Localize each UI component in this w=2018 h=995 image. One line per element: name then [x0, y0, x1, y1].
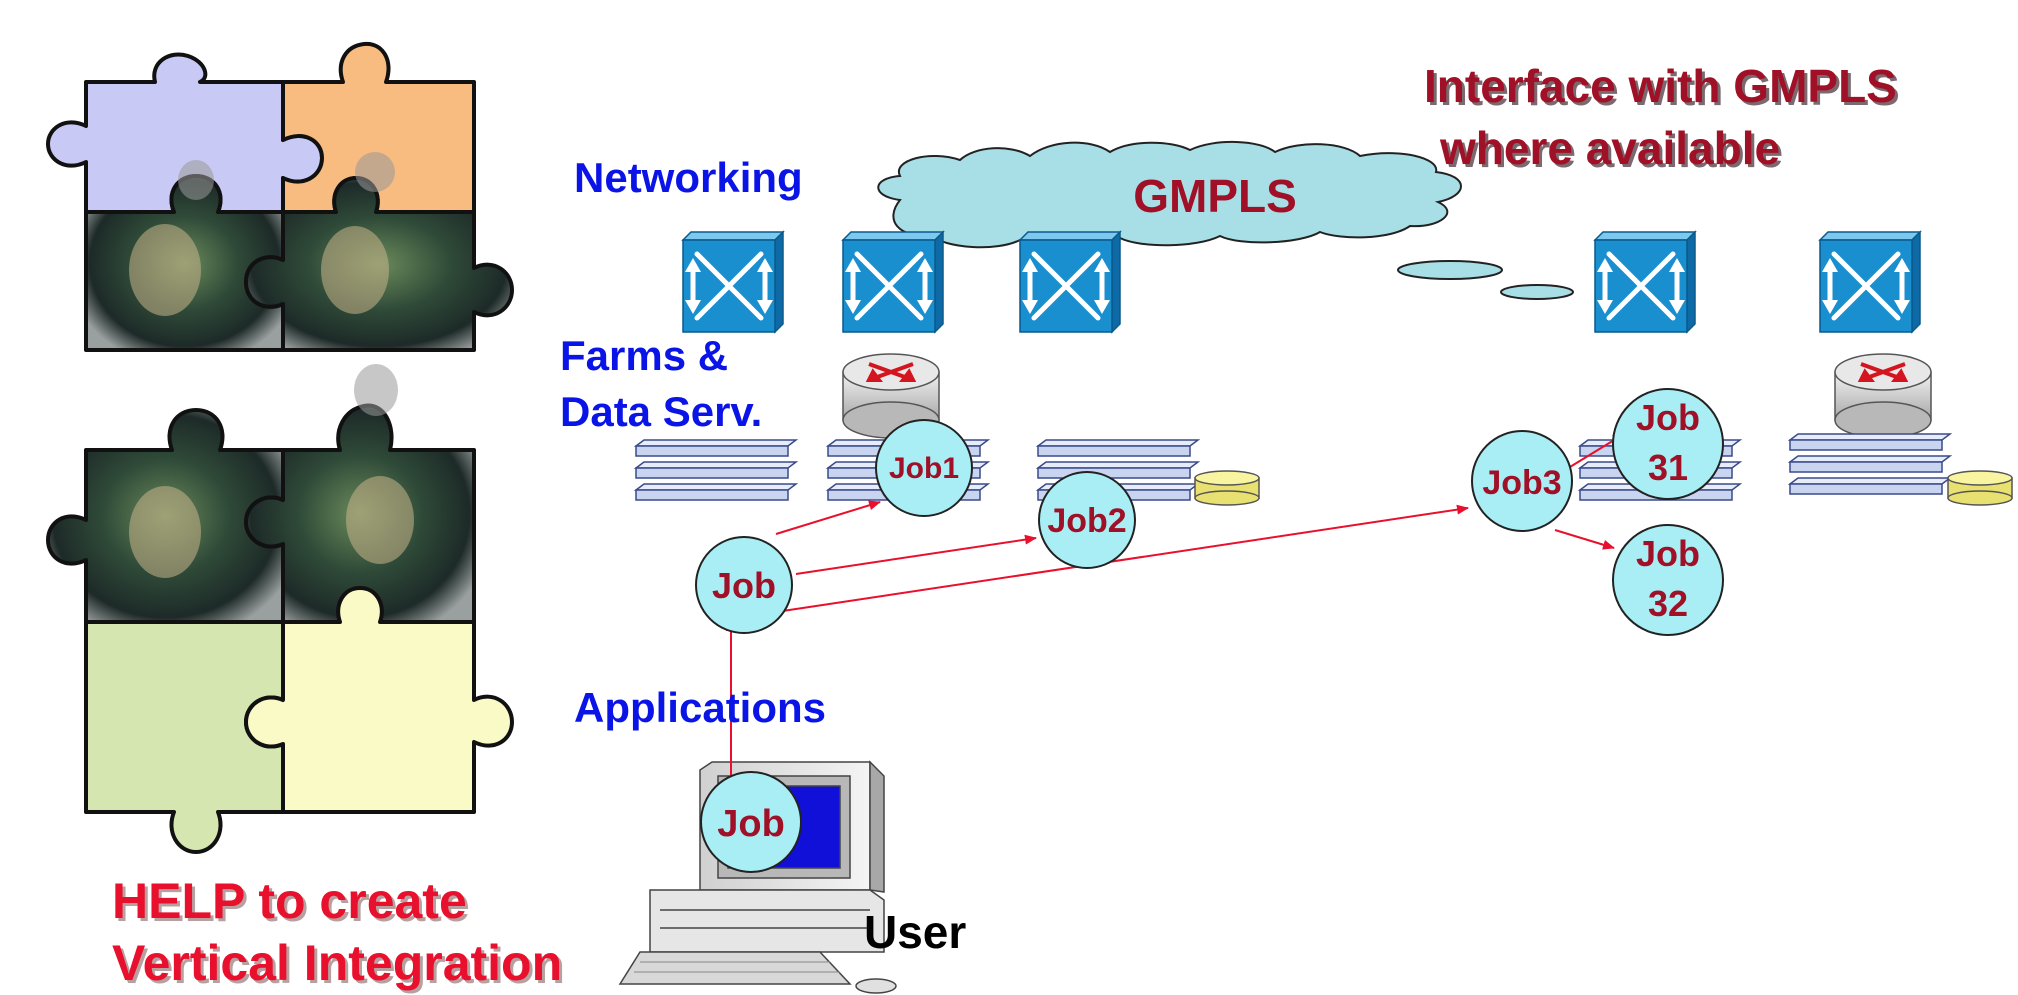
job-label: Job: [717, 803, 785, 845]
job-node-job3: Job3: [1471, 430, 1573, 532]
interface-note: Interface with GMPLS Interface with GMPL…: [1424, 60, 1900, 177]
user-label: User: [864, 906, 966, 958]
disk-icon: [1194, 470, 1260, 506]
job-node-main: Job: [695, 536, 793, 634]
job-label: Job: [712, 565, 776, 606]
job-node-user: Job: [700, 771, 802, 873]
help-note-line2: Vertical Integration: [115, 938, 565, 994]
interface-note-line1: Interface with GMPLS: [1424, 60, 1897, 112]
server-rack-icon: [635, 439, 797, 501]
job1-label: Job1: [889, 452, 959, 485]
job31-label-line1: Job: [1636, 397, 1700, 438]
gmpls-cloud: GMPLS: [877, 141, 1629, 313]
job3-label: Job3: [1482, 464, 1561, 502]
optical-switch-icon: [683, 232, 783, 332]
help-note-line1: HELP to create: [112, 873, 467, 929]
applications-label: Applications: [574, 684, 826, 731]
job-node-job32: Job 32: [1612, 524, 1724, 636]
help-note: HELP to create HELP to create Vertical I…: [112, 873, 565, 994]
job32-label-line2: 32: [1648, 583, 1688, 624]
farms-label-line1: Farms &: [560, 332, 728, 379]
server-rack-icon: [1789, 433, 1951, 495]
puzzle-picture: [46, 41, 514, 854]
job32-label-line1: Job: [1636, 533, 1700, 574]
interface-note-line1: Interface with GMPLS: [1427, 63, 1900, 115]
gmpls-label: GMPLS: [1133, 170, 1297, 222]
job-node-job2: Job2: [1038, 471, 1136, 569]
optical-switch-icon: [843, 232, 943, 332]
disk-icon: [1947, 470, 2013, 506]
job-node-job31: Job 31: [1612, 388, 1724, 500]
job2-label: Job2: [1047, 502, 1126, 540]
job-node-job1: Job1: [875, 419, 973, 517]
puzzle-piece-icon: [244, 586, 514, 814]
router-icon: [1833, 352, 1933, 440]
optical-switch-icon: [1820, 232, 1920, 332]
networking-label: Networking: [574, 154, 803, 201]
interface-note-line2: where available: [1442, 125, 1783, 177]
farms-label-line2: Data Serv.: [560, 388, 762, 435]
help-note-line1: HELP to create: [115, 876, 470, 932]
interface-note-line2: where available: [1439, 122, 1780, 174]
help-note-line2: Vertical Integration: [112, 935, 562, 991]
optical-switch-icon: [1595, 232, 1695, 332]
job31-label-line2: 31: [1648, 447, 1688, 488]
job-dispatch-arrows: [726, 433, 1625, 780]
optical-switch-icon: [1020, 232, 1120, 332]
